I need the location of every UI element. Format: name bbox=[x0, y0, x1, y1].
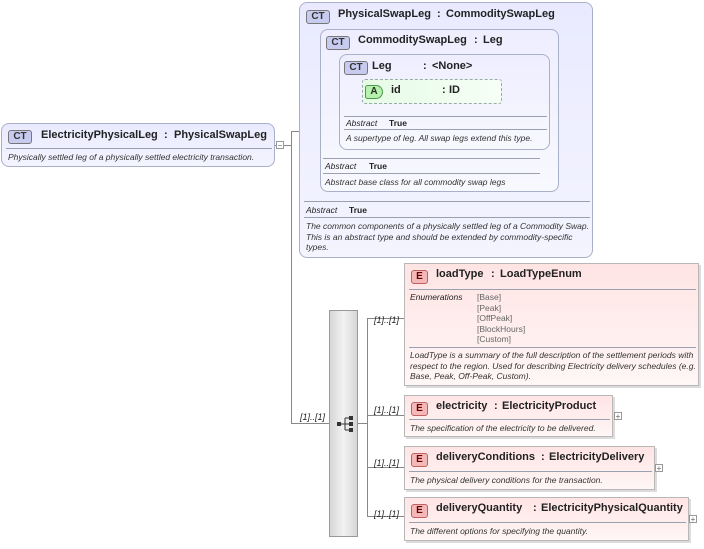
enum-value: [Peak] bbox=[477, 302, 502, 313]
deliveryquantity-description: The different options for specifying the… bbox=[410, 526, 588, 536]
abstract-value: True bbox=[369, 161, 387, 171]
element-deliveryquantity[interactable]: E deliveryQuantity : ElectricityPhysical… bbox=[404, 497, 689, 541]
abstract-label: Abstract bbox=[346, 118, 378, 128]
abstract-label: Abstract bbox=[306, 205, 338, 215]
enum-value: [OffPeak] bbox=[477, 313, 513, 323]
divider bbox=[323, 158, 540, 159]
root-separator: : bbox=[164, 129, 168, 141]
electricity-type: ElectricityProduct bbox=[502, 400, 597, 412]
commodity-swap-leg-separator: : bbox=[474, 34, 478, 46]
element-icon: E bbox=[411, 402, 428, 416]
physical-swap-leg-name: PhysicalSwapLeg bbox=[338, 8, 431, 20]
leg-description: A supertype of leg. All swap legs extend… bbox=[346, 133, 533, 143]
divider bbox=[304, 201, 590, 202]
loadtype-type: LoadTypeEnum bbox=[500, 268, 582, 280]
divider bbox=[409, 289, 696, 290]
deliveryquantity-name: deliveryQuantity bbox=[436, 502, 523, 514]
divider bbox=[344, 116, 547, 117]
deliveryconditions-separator: : bbox=[541, 451, 545, 463]
deliveryquantity-separator: : bbox=[533, 502, 537, 514]
expand-toggle[interactable]: + bbox=[614, 412, 622, 421]
commodity-swap-leg-description: Abstract base class for all commodity sw… bbox=[325, 177, 506, 187]
loadtype-separator: : bbox=[491, 268, 495, 280]
element-electricity[interactable]: E electricity : ElectricityProduct The s… bbox=[404, 395, 613, 437]
root-description: Physically settled leg of a physically s… bbox=[8, 152, 255, 162]
connector-to-deliveryquantity bbox=[367, 516, 404, 517]
commodity-swap-leg-type: Leg bbox=[483, 34, 503, 46]
element-loadtype[interactable]: E loadType : LoadTypeEnum Enumerations [… bbox=[404, 263, 699, 386]
complex-type-icon: CT bbox=[344, 61, 368, 75]
connector-seq-out bbox=[357, 423, 367, 424]
complex-type-icon: CT bbox=[8, 130, 32, 144]
enum-value: [Base] bbox=[477, 292, 502, 302]
root-type: PhysicalSwapLeg bbox=[174, 129, 267, 141]
complex-type-icon: CT bbox=[326, 36, 350, 50]
enum-value: [BlockHours] bbox=[477, 323, 526, 334]
attribute-id-name: id bbox=[391, 84, 401, 96]
sequence-multiplicity: [1]..[1] bbox=[300, 412, 326, 422]
divider bbox=[323, 173, 540, 174]
electricity-separator: : bbox=[494, 400, 498, 412]
connector-to-electricity bbox=[367, 415, 404, 416]
expand-toggle[interactable]: + bbox=[689, 515, 697, 524]
divider bbox=[304, 217, 590, 218]
deliveryconditions-description: The physical delivery conditions for the… bbox=[410, 475, 603, 485]
connector-seq-vertical bbox=[367, 318, 368, 516]
deliveryconditions-type: ElectricityDelivery bbox=[549, 451, 645, 463]
attribute-id-box[interactable]: A id : ID bbox=[362, 79, 502, 104]
electricity-description: The specification of the electricity to … bbox=[410, 423, 596, 433]
electricity-multiplicity: [1]..[1] bbox=[374, 405, 400, 415]
divider bbox=[409, 471, 652, 472]
attribute-icon: A bbox=[365, 85, 383, 99]
abstract-label: Abstract bbox=[325, 161, 357, 171]
attribute-id-separator: : bbox=[442, 84, 446, 96]
attribute-id-type: ID bbox=[449, 84, 460, 96]
root-complex-type[interactable]: CT ElectricityPhysicalLeg : PhysicalSwap… bbox=[1, 123, 275, 167]
abstract-value: True bbox=[389, 118, 407, 128]
divider bbox=[6, 148, 272, 149]
divider bbox=[409, 522, 686, 523]
connector-to-physical bbox=[291, 131, 300, 132]
expand-toggle[interactable]: + bbox=[655, 464, 663, 473]
deliveryquantity-multiplicity: [1]..[1] bbox=[374, 509, 400, 519]
connector-to-loadtype bbox=[367, 318, 404, 319]
element-deliveryconditions[interactable]: E deliveryConditions : ElectricityDelive… bbox=[404, 446, 655, 490]
collapse-toggle[interactable]: − bbox=[276, 141, 284, 150]
enum-value: [Custom] bbox=[477, 334, 512, 344]
physical-swap-leg-separator: : bbox=[437, 8, 441, 20]
loadtype-name: loadType bbox=[436, 268, 484, 280]
connector-to-deliveryconditions bbox=[367, 467, 404, 468]
leg-type: <None> bbox=[432, 60, 473, 72]
loadtype-description: LoadType is a summary of the full descri… bbox=[410, 350, 696, 381]
complex-type-icon: CT bbox=[306, 10, 330, 24]
element-icon: E bbox=[411, 504, 428, 518]
connector-to-sequence bbox=[291, 423, 330, 424]
deliveryconditions-multiplicity: [1]..[1] bbox=[374, 458, 400, 468]
electricity-name: electricity bbox=[436, 400, 488, 412]
element-icon: E bbox=[411, 453, 428, 467]
abstract-value: True bbox=[349, 205, 367, 215]
connector-trunk bbox=[291, 131, 292, 423]
leg-name: Leg bbox=[372, 60, 392, 72]
leg-separator: : bbox=[423, 60, 427, 72]
physical-swap-leg-type: CommoditySwapLeg bbox=[446, 8, 555, 20]
enumerations-label: Enumerations bbox=[410, 292, 463, 302]
commodity-swap-leg-name: CommoditySwapLeg bbox=[358, 34, 467, 46]
enum-list: [Base] [Peak] [OffPeak] [BlockHours] [Cu… bbox=[477, 292, 525, 345]
physical-swap-leg-description: The common components of a physically se… bbox=[306, 221, 589, 252]
deliveryquantity-type: ElectricityPhysicalQuantity bbox=[541, 502, 683, 514]
loadtype-multiplicity: [1]..[1] bbox=[374, 315, 400, 325]
divider bbox=[409, 419, 610, 420]
divider bbox=[344, 129, 547, 130]
deliveryconditions-name: deliveryConditions bbox=[436, 451, 536, 463]
sequence-compositor[interactable] bbox=[329, 310, 358, 537]
root-name: ElectricityPhysicalLeg bbox=[41, 129, 158, 141]
sequence-icon bbox=[337, 416, 353, 432]
divider bbox=[409, 347, 696, 348]
element-icon: E bbox=[411, 270, 428, 284]
